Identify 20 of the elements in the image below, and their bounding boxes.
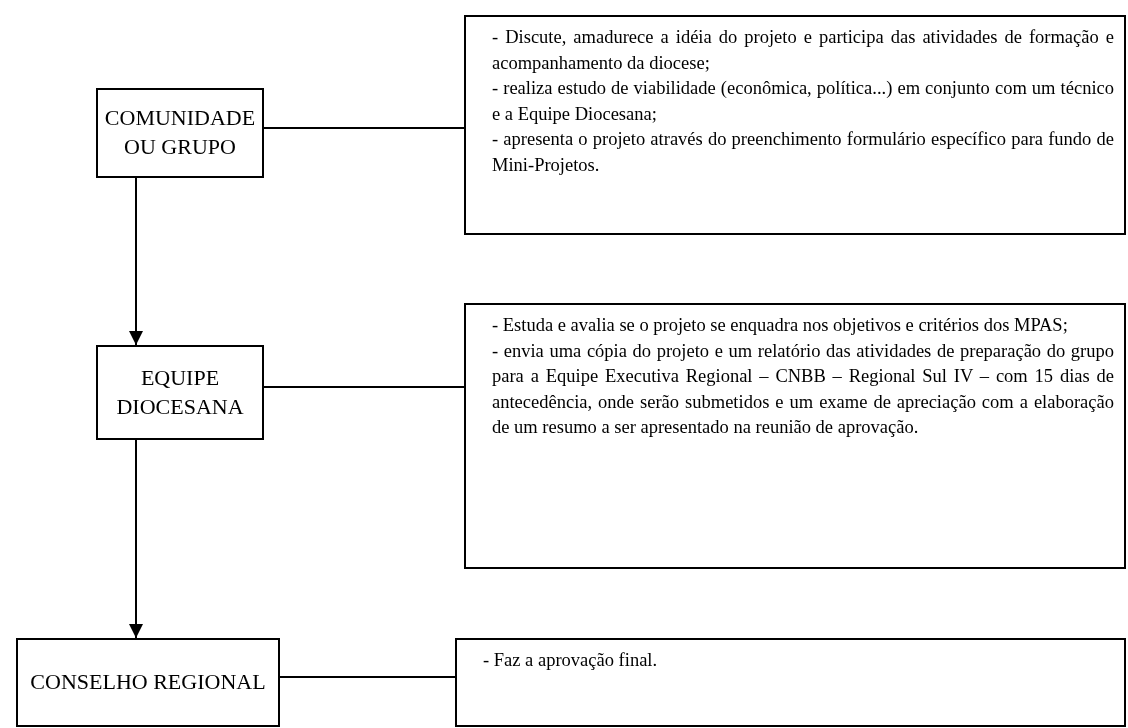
description-text: - Estuda e avalia se o projeto se enquadra nos objetivos e critérios dos MPAS; <box>492 314 1069 337</box>
description-text: - Faz a aprovação final. <box>483 649 659 672</box>
description-box <box>464 15 1126 235</box>
description-box <box>455 638 1126 727</box>
description-text: - envia uma cópia do projeto e um relatório das atividades de preparação do grupo para a Equipe Executiva Regional – CNBB – Regional Sul IV – com 15 dias de antecedência, onde serão submetidos e um exame de apreciação com a elaboração de um resumo a ser apresentado na reunião de aprovação. <box>492 339 1114 440</box>
connector-line <box>263 386 465 388</box>
step-title: CONSELHO REGIONAL <box>30 668 266 697</box>
process-box <box>96 345 264 440</box>
arrow <box>129 439 143 639</box>
description-text: - realiza estudo de viabilidade (econômica, política...) em conjunto com um técnico e a Equipe Diocesana; <box>492 77 1114 126</box>
arrow <box>129 177 143 346</box>
step-title: EQUIPE DIOCESANA <box>115 363 245 421</box>
connector-line <box>263 127 465 129</box>
process-box <box>16 638 280 727</box>
process-box <box>96 88 264 178</box>
connector-line <box>279 676 456 678</box>
description-text: - apresenta o projeto através do preenchimento formulário específico para fundo de Mini-Projetos. <box>492 128 1114 177</box>
step-title: COMUNIDADE OU GRUPO <box>103 104 257 161</box>
description-text: - Discute, amadurece a idéia do projeto e participa das atividades de formação e acompanhamento da diocese; <box>492 26 1114 75</box>
description-box <box>464 303 1126 569</box>
